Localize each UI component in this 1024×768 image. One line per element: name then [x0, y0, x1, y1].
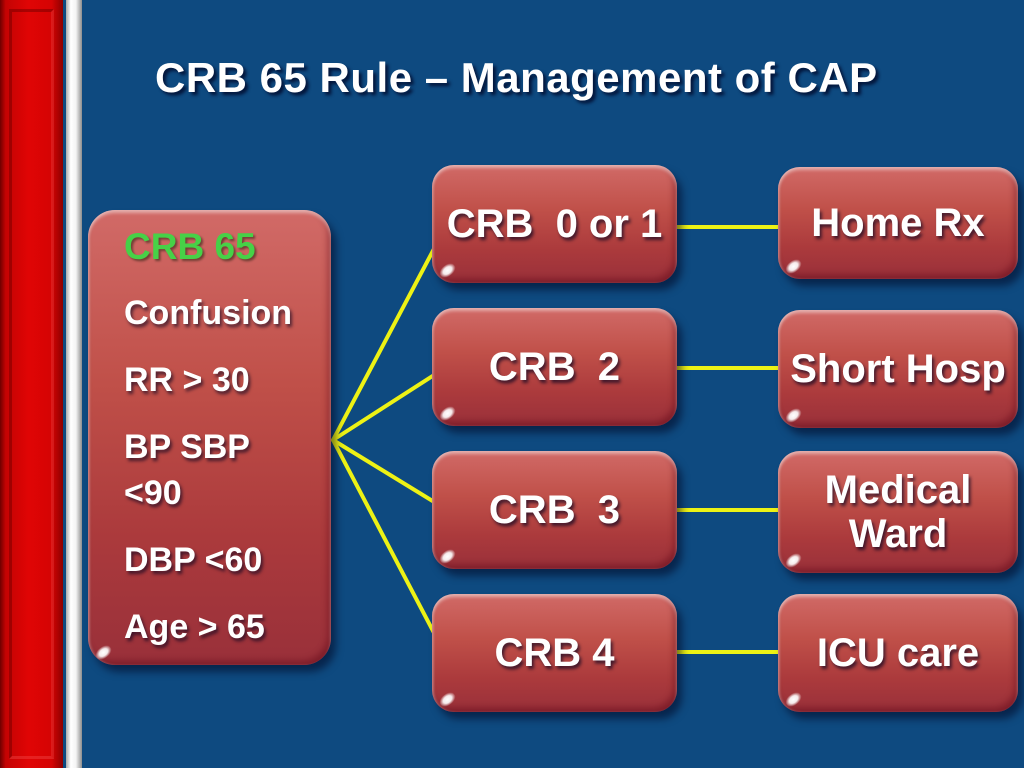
criteria-item-rr: RR > 30 — [124, 361, 250, 399]
fan-line-crb-0-1 — [331, 226, 447, 442]
outcome-box-home-rx: Home Rx — [778, 167, 1018, 279]
criteria-item-dbp: DBP <60 — [124, 541, 263, 579]
fan-line-crb-3 — [331, 438, 446, 510]
criteria-item-bp: BP SBP <90 — [124, 428, 250, 512]
outcome-box-icu-care: ICU care — [778, 594, 1018, 712]
sidebar-red-bar — [0, 0, 63, 768]
criteria-item-confusion: Confusion — [124, 294, 293, 332]
score-box-crb-0-1: CRB 0 or 1 — [432, 165, 677, 283]
criteria-item-age: Age > 65 — [124, 608, 265, 646]
outcome-box-short-hosp: Short Hosp — [778, 310, 1018, 428]
sidebar-white-stripe — [66, 0, 82, 768]
score-box-crb-4: CRB 4 — [432, 594, 677, 712]
fan-line-crb-4 — [331, 438, 445, 652]
criteria-heading: CRB 65 — [124, 226, 256, 267]
criteria-panel: CRB 65 Confusion RR > 30 BP SBP <90 DBP … — [88, 210, 331, 665]
slide-title: CRB 65 Rule – Management of CAP — [155, 54, 878, 101]
outcome-box-medical-ward: Medical Ward — [778, 451, 1018, 573]
score-box-crb-3: CRB 3 — [432, 451, 677, 569]
score-box-crb-2: CRB 2 — [432, 308, 677, 426]
fan-line-crb-2 — [331, 366, 447, 442]
